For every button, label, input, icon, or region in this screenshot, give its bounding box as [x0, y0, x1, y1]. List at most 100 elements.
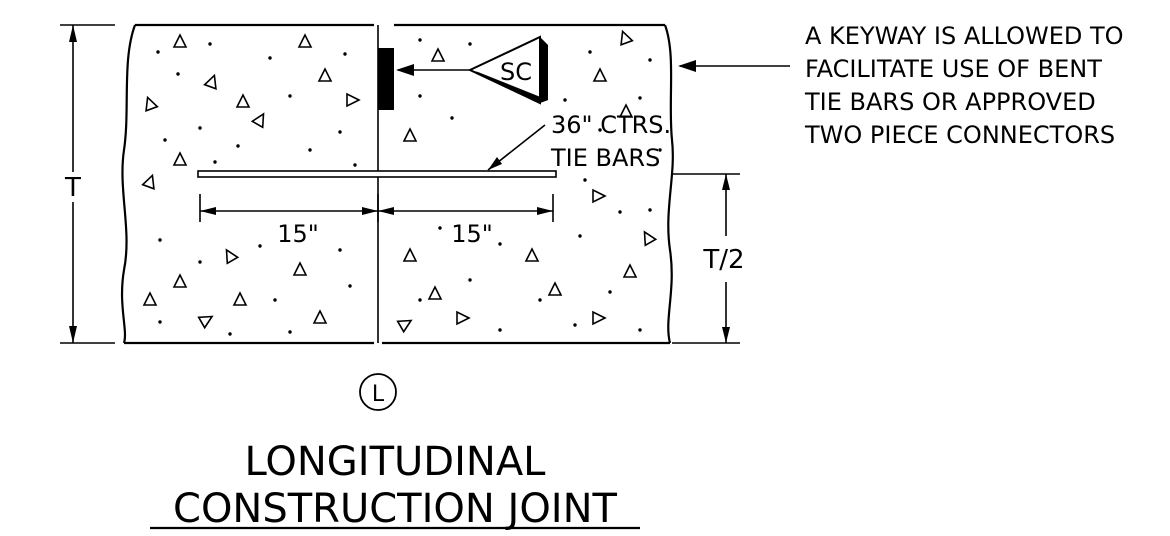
aggregate-dot [498, 328, 502, 332]
tie-bar-note-line1: 36" CTRS. [551, 111, 671, 139]
aggregate-dot [348, 284, 352, 288]
aggregate-dot [163, 138, 167, 142]
aggregate-triangle [643, 230, 658, 247]
aggregate-dot [618, 210, 622, 214]
aggregate-triangle [430, 47, 446, 62]
aggregate-triangle [524, 247, 540, 262]
aggregate-dot [648, 208, 652, 212]
aggregate-dot [228, 332, 232, 336]
aggregate-triangle [592, 188, 607, 204]
aggregate-triangle [402, 247, 418, 262]
aggregate-dot [156, 50, 160, 54]
centerline-symbol-circle [359, 373, 397, 411]
aggregate-dot [268, 56, 272, 60]
aggregate-dot [158, 238, 162, 242]
aggregate-dot [343, 52, 347, 56]
tie-bar [197, 170, 557, 178]
aggregate-dot [288, 94, 292, 98]
right-spacing-label: 15" [451, 220, 493, 248]
aggregate-triangle [402, 127, 418, 142]
tie-bar-leader [487, 124, 546, 171]
half-thickness-label: T/2 [702, 245, 744, 275]
keyway-note-line1: A KEYWAY IS ALLOWED TO [805, 22, 1124, 50]
aggregate-dot [438, 226, 442, 230]
tie-bar-note-line2: TIE BARS [550, 144, 660, 172]
thickness-dimension [60, 24, 115, 344]
aggregate-dot [468, 278, 472, 282]
keyway-leader [678, 60, 790, 72]
aggregate-dot [563, 98, 567, 102]
sealant-symbol-text: SC [500, 58, 532, 86]
aggregate-dot [450, 116, 454, 120]
concrete-aggregate [141, 29, 662, 336]
thickness-label: T [64, 173, 81, 203]
aggregate-dot [538, 298, 542, 302]
aggregate-dot [198, 126, 202, 130]
aggregate-triangle [225, 248, 240, 265]
aggregate-triangle [592, 310, 607, 326]
aggregate-triangle [547, 281, 563, 296]
aggregate-dot [213, 160, 217, 164]
aggregate-triangle [620, 29, 634, 46]
keyway-note: A KEYWAY IS ALLOWED TO FACILITATE USE OF… [804, 22, 1124, 149]
left-spacing-label: 15" [277, 220, 319, 248]
aggregate-dot [498, 242, 502, 246]
aggregate-triangle [197, 315, 214, 330]
centerline-symbol-text: L [372, 382, 385, 407]
aggregate-triangle [317, 67, 333, 82]
aggregate-triangle [427, 285, 443, 300]
tie-bar-dimension [199, 194, 554, 222]
aggregate-dot [308, 148, 312, 152]
aggregate-triangle [145, 95, 159, 112]
aggregate-triangle [297, 33, 313, 48]
aggregate-dot [583, 178, 587, 182]
aggregate-dot [198, 260, 202, 264]
aggregate-triangle [172, 273, 188, 288]
aggregate-triangle [250, 112, 265, 129]
aggregate-dot [418, 298, 422, 302]
aggregate-dot [208, 42, 212, 46]
aggregate-triangle [292, 261, 308, 276]
aggregate-triangle [396, 319, 413, 334]
aggregate-triangle [618, 103, 634, 118]
aggregate-dot [158, 320, 162, 324]
aggregate-triangle [592, 67, 608, 82]
aggregate-dot [638, 96, 642, 100]
right-slab [382, 23, 674, 345]
aggregate-triangle [232, 291, 248, 306]
aggregate-triangle [141, 173, 155, 190]
sealant-block [378, 48, 394, 110]
sealant-symbol [396, 35, 548, 105]
aggregate-dot [258, 244, 262, 248]
aggregate-dot [338, 248, 342, 252]
aggregate-dot [176, 72, 180, 76]
aggregate-dot [638, 328, 642, 332]
aggregate-dot [353, 163, 357, 167]
keyway-note-line4: TWO PIECE CONNECTORS [804, 121, 1115, 149]
aggregate-dot [236, 144, 240, 148]
title-line1: LONGITUDINAL [245, 439, 547, 485]
left-slab [120, 23, 374, 345]
aggregate-dot [573, 323, 577, 327]
aggregate-dot [273, 298, 277, 302]
aggregate-dot [658, 148, 662, 152]
aggregate-triangle [312, 309, 328, 324]
aggregate-triangle [456, 310, 471, 326]
aggregate-triangle [235, 93, 251, 108]
aggregate-dot [578, 234, 582, 238]
aggregate-triangle [172, 33, 188, 48]
aggregate-dot [288, 330, 292, 334]
aggregate-dot [338, 130, 342, 134]
half-thickness-dimension [672, 173, 740, 344]
aggregate-triangle [203, 73, 217, 90]
aggregate-triangle [172, 151, 188, 166]
aggregate-dot [588, 50, 592, 54]
aggregate-dot [598, 128, 602, 132]
keyway-note-line2: FACILITATE USE OF BENT [805, 55, 1102, 83]
title-line2: CONSTRUCTION JOINT [173, 486, 618, 532]
aggregate-dot [608, 290, 612, 294]
aggregate-triangle [346, 92, 361, 108]
aggregate-triangle [622, 263, 638, 278]
aggregate-dot [648, 58, 652, 62]
